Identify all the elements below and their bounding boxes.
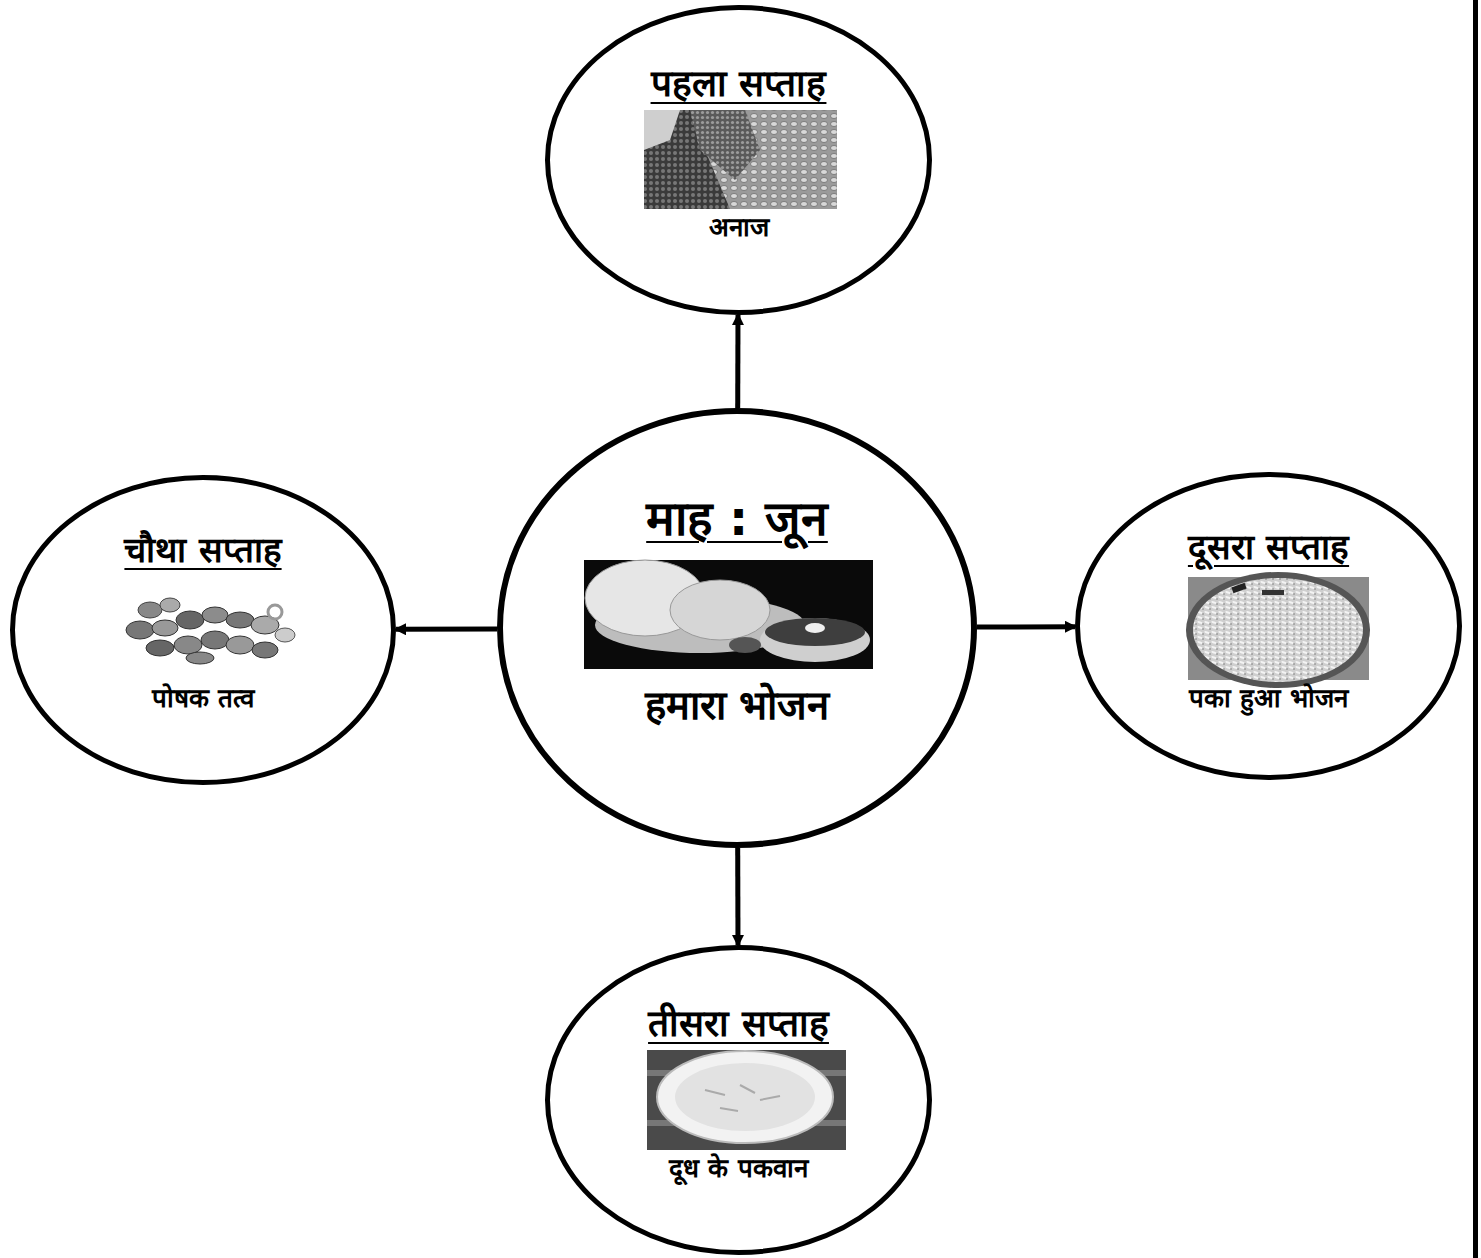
circle-outline (10, 475, 396, 785)
puri-chole-picture (584, 560, 873, 669)
grains-picture (644, 110, 837, 209)
circle-outline (1075, 472, 1462, 780)
ellipse (13, 478, 394, 783)
week-circle: दूसरा सप्ताह पका हुआ भोजन (1075, 472, 1462, 780)
week-heading: चौथा सप्ताह (124, 529, 281, 573)
week-circle: पहला सप्ताह अनाज (545, 5, 932, 315)
caption: अनाज (709, 211, 769, 244)
month-circle: माह : जून हमारा भोजन (497, 408, 977, 848)
week-heading: तीसरा सप्ताह (648, 1001, 829, 1047)
kheer-picture (647, 1050, 846, 1150)
nuts-picture (126, 598, 295, 664)
ellipse (548, 948, 930, 1253)
caption: पका हुआ भोजन (1189, 682, 1348, 715)
arrow-connector (735, 315, 740, 408)
arrow-connector (396, 626, 497, 631)
week-heading: माह : जून (646, 488, 828, 548)
caption: हमारा भोजन (645, 680, 830, 730)
week-circle: तीसरा सप्ताह दूध के पकवान (545, 945, 932, 1255)
pulao-picture (1186, 572, 1370, 688)
ellipse (1078, 475, 1460, 778)
arrow-connector (735, 848, 740, 945)
ellipse (548, 8, 930, 313)
ellipse (500, 411, 974, 845)
week-circle: चौथा सप्ताह पोषक तत्व (10, 475, 396, 785)
caption: पोषक तत्व (152, 682, 254, 715)
arrow-connector (977, 624, 1075, 629)
edge-bar (1473, 0, 1478, 1258)
circle-outline (545, 945, 932, 1255)
caption: दूध के पकवान (669, 1152, 807, 1185)
circle-outline (545, 5, 932, 315)
week-heading: दूसरा सप्ताह (1188, 526, 1349, 570)
circle-outline (497, 408, 977, 848)
week-heading: पहला सप्ताह (651, 61, 827, 107)
